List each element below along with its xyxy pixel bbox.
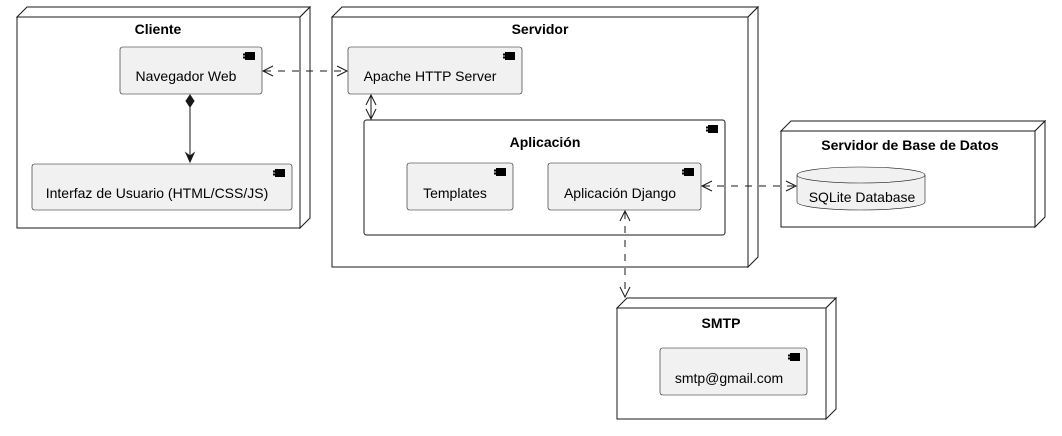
node-smtp-title: SMTP <box>702 315 741 331</box>
component-navegador-label: Navegador Web <box>136 68 237 84</box>
database-sqlite[interactable]: SQLite Database <box>796 166 926 211</box>
component-smtp-account[interactable]: smtp@gmail.com <box>659 347 808 396</box>
component-aplicacion-django[interactable]: Aplicación Django <box>547 162 702 211</box>
component-django-label: Aplicación Django <box>564 185 676 201</box>
component-interfaz-usuario[interactable]: Interfaz de Usuario (HTML/CSS/JS) <box>31 163 293 211</box>
component-templates-label: Templates <box>423 185 487 201</box>
node-servidor-title: Servidor <box>512 21 569 37</box>
connector-navegador-apache <box>261 65 349 77</box>
node-db-server-title: Servidor de Base de Datos <box>821 137 999 153</box>
database-sqlite-label: SQLite Database <box>809 189 916 205</box>
frame-aplicacion-title: Aplicación <box>510 134 581 150</box>
connector-navegador-interfaz <box>184 94 196 164</box>
component-templates[interactable]: Templates <box>406 162 514 211</box>
connector-django-smtp <box>619 209 631 299</box>
node-cliente-title: Cliente <box>135 21 182 37</box>
component-smtp-account-label: smtp@gmail.com <box>675 370 783 386</box>
component-navegador-web[interactable]: Navegador Web <box>119 46 263 95</box>
component-apache-label: Apache HTTP Server <box>364 68 497 84</box>
component-apache[interactable]: Apache HTTP Server <box>347 46 523 95</box>
connector-django-sqlite <box>700 180 798 192</box>
connector-apache-aplicacion <box>365 93 377 121</box>
component-interfaz-label: Interfaz de Usuario (HTML/CSS/JS) <box>46 185 269 201</box>
